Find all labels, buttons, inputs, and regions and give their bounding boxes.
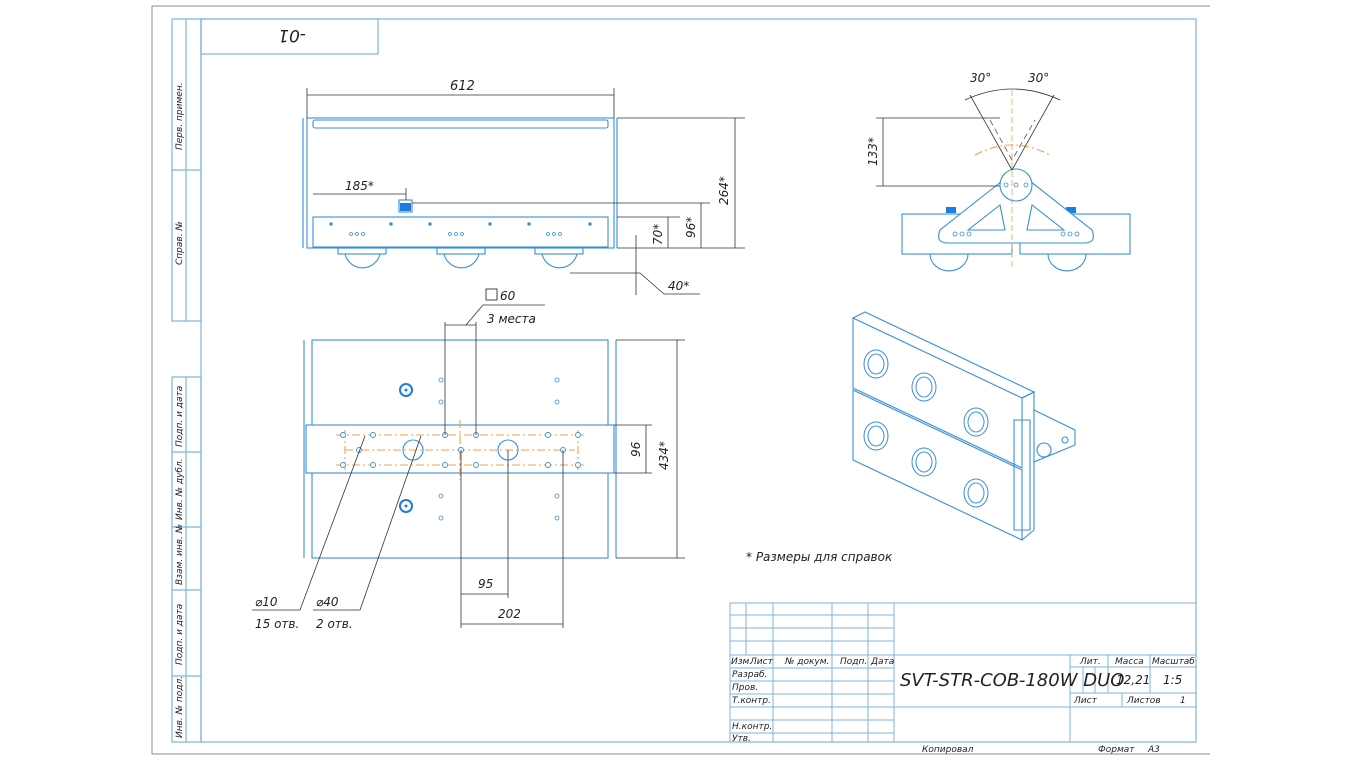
- tb-header-date: Дата: [870, 657, 894, 667]
- hole-spec-diameter: ⌀10: [255, 595, 278, 609]
- isometric-view: [852, 311, 1076, 541]
- front-holes: [329, 222, 592, 236]
- tb-header-list: Лист: [749, 657, 774, 667]
- copied-label: Копировал: [922, 745, 974, 755]
- dim-bracket-width: 96: [629, 441, 643, 457]
- tb-designation: SVT-STR-COB-180W DUO: [900, 670, 1124, 691]
- side-view: 30° 30° 133*: [866, 71, 1131, 272]
- tb-sheets-label: Листов: [1126, 696, 1161, 706]
- dim-width: 612: [450, 79, 475, 94]
- tb-mass-value: 12,21: [1116, 673, 1150, 687]
- side-stamp-cell: Подп. и дата: [175, 386, 185, 447]
- tb-mass-label: Масса: [1115, 657, 1144, 667]
- hole-spec-count: 15 отв.: [255, 617, 299, 631]
- tb-role: Пров.: [732, 683, 758, 693]
- tb-header-izm: Изм.: [731, 657, 752, 667]
- side-stamp-cell: Инв. № дубл.: [175, 458, 185, 520]
- dim-height-total-bottom: 434*: [657, 441, 671, 470]
- side-stamp-cell: Взам. инв. №: [175, 524, 185, 585]
- format-value: A3: [1147, 745, 1160, 755]
- drawing-code-box: -01: [200, 18, 379, 55]
- dim-connector-offset: 185*: [345, 179, 374, 193]
- side-stamp-cell: Инв. № подл.: [175, 676, 185, 738]
- dim-pivot-height: 133*: [866, 137, 880, 166]
- tb-lit-label: Лит.: [1079, 657, 1101, 667]
- tb-role: Утв.: [732, 734, 751, 744]
- square-symbol-icon: [485, 288, 498, 301]
- dim-square-note: 3 места: [487, 312, 536, 326]
- front-lenses: [337, 247, 584, 269]
- vent-icon: [399, 383, 413, 513]
- connector-icon: [400, 203, 411, 211]
- side-stamp-cell: Подп. и дата: [175, 604, 185, 665]
- dim-square: 60: [500, 289, 516, 303]
- dim-angle-left: 30°: [970, 71, 991, 85]
- iso-lenses: [863, 349, 989, 508]
- dim-lens-protrusion: 40*: [668, 279, 689, 293]
- dim-height-lower: 70*: [651, 224, 665, 245]
- side-stamp: Перв. примен. Справ. № Подп. и дата Инв.…: [171, 18, 202, 743]
- tb-sheet-label: Лист: [1073, 696, 1098, 706]
- dim-spacing-small: 95: [478, 577, 493, 591]
- tb-scale-value: 1:5: [1163, 673, 1182, 687]
- bottom-view: 60 3 места 96 434* 95 202 ⌀10 15 отв. ⌀4…: [252, 288, 685, 631]
- tb-scale-label: Масштаб: [1152, 657, 1195, 667]
- format-label: Формат: [1098, 745, 1135, 755]
- tb-header-doc: № докум.: [784, 657, 829, 667]
- tb-role: Разраб.: [732, 670, 767, 680]
- hole-spec-count: 2 отв.: [316, 617, 353, 631]
- hole-spec-diameter: ⌀40: [316, 595, 339, 609]
- dim-height-total: 264*: [717, 176, 731, 205]
- side-stamp-cell: Справ. №: [175, 221, 185, 265]
- tb-role: Т.контр.: [732, 696, 771, 706]
- title-block: Изм. Лист № докум. Подп. Дата Разраб. Пр…: [729, 602, 1197, 744]
- tb-header-sign: Подп.: [840, 657, 867, 667]
- drawing-code: -01: [278, 25, 306, 45]
- front-view: 612 185* 264* 96* 70* 40*: [302, 79, 745, 295]
- dim-spacing-large: 202: [498, 607, 521, 621]
- side-stamp-cell: Перв. примен.: [175, 82, 185, 150]
- tb-sheets-value: 1: [1180, 696, 1186, 706]
- reference-note: * Размеры для справок: [746, 550, 893, 564]
- sheet-outer-border: [151, 5, 1210, 755]
- mounting-holes: [340, 432, 581, 468]
- tb-role: Н.контр.: [732, 722, 772, 732]
- dim-angle-right: 30°: [1028, 71, 1049, 85]
- dim-height-body: 96*: [684, 217, 698, 238]
